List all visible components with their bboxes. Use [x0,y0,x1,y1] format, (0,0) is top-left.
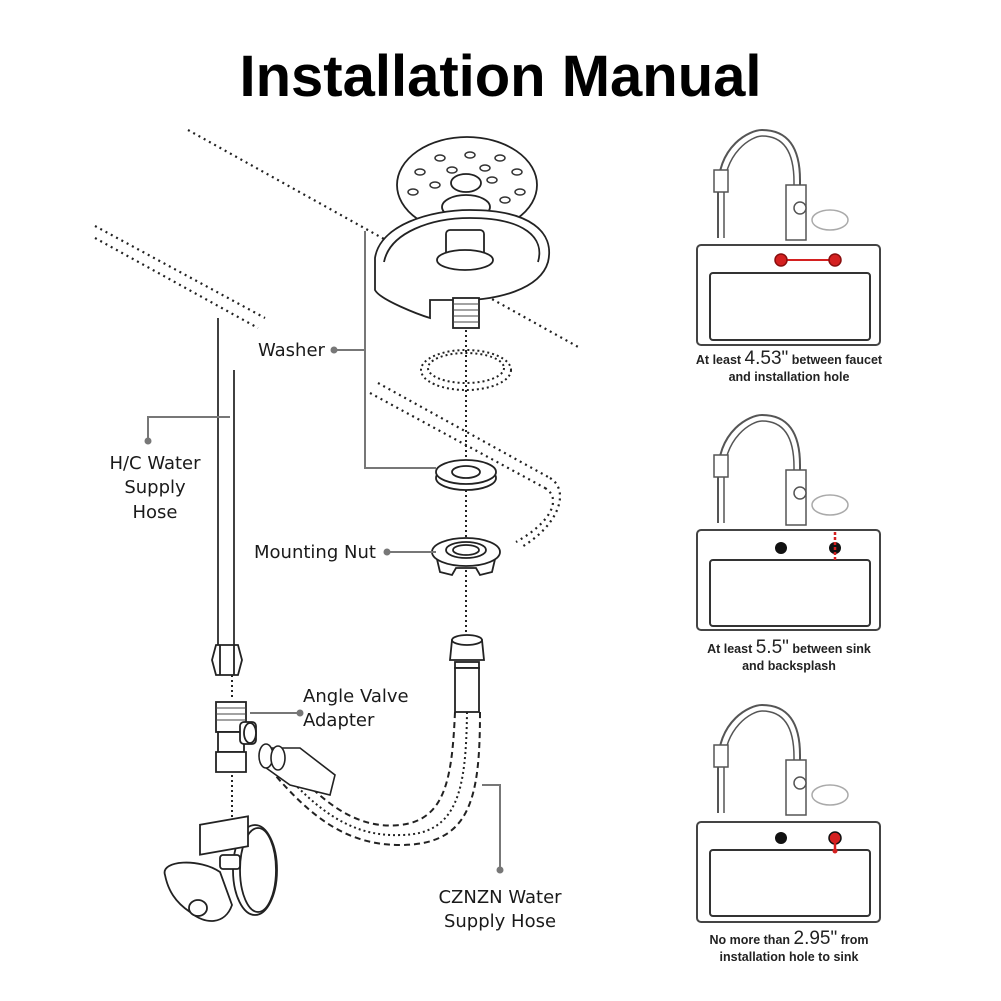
label-mounting-nut: Mounting Nut [254,542,376,563]
label-angle-valve-line2: Adapter [303,710,375,732]
caption-1-value: 4.53" [744,348,789,369]
requirement-panel-2 [696,414,881,631]
page-title: Installation Manual [239,44,762,109]
label-hc-water-supply-hose: H/C Water Supply Hose [100,452,210,525]
leader-dots [144,346,504,874]
cznzn-hose-part [449,634,485,713]
leader-lines [147,231,501,868]
label-cznzn-line2: Supply Hose [443,911,557,933]
label-hc-line1: H/C Water [109,453,201,474]
faucet-hole-2 [775,542,787,554]
label-hc-line3: Hose [132,501,178,523]
label-cznzn-water-supply-hose: CZNZN Water Supply Hose [425,886,575,935]
countertop-edge-lines [94,129,581,549]
hc-hose-part [217,318,235,645]
label-hc-line2: Supply [124,477,186,499]
spray-head [713,169,729,193]
cznzn-hose-body [274,711,481,847]
caption-1-suffix: between faucet [791,353,883,367]
faucet-drawing-3 [713,704,849,816]
faucet-hole-3 [775,832,787,844]
caption-1-line2: and installation hole [728,369,850,384]
caption-3-prefix: No more than [709,933,791,947]
caption-3-value: 2.95" [793,928,838,949]
label-cznzn-line1: CZNZN Water [438,887,562,908]
caption-2-line2: and backsplash [742,658,836,673]
hc-hose-nut [211,644,243,676]
caption-3-suffix: from [840,933,869,947]
angle-valve-part [164,815,278,922]
faucet-hole-1 [774,253,788,267]
label-washer: Washer [258,340,325,361]
caption-2-value: 5.5" [755,637,789,658]
rinser-head [374,136,550,329]
mounting-nut-part [431,537,501,577]
washer-part [435,459,497,491]
faucet-drawing-1 [713,129,849,241]
rinser-icon [811,209,849,231]
requirement-caption-1: At least 4.53" between faucet and instal… [674,348,904,384]
caption-3-line2: installation hole to sink [719,949,859,964]
label-angle-valve-line1: Angle Valve [303,686,409,707]
angle-valve-adapter-part [215,701,257,773]
requirement-panel-1 [696,129,881,346]
requirement-panel-3 [696,704,881,923]
hose-end-fitting [258,743,336,796]
requirement-caption-2: At least 5.5" between sink and backsplas… [674,637,904,673]
caption-1-prefix: At least [695,353,742,367]
caption-2-suffix: between sink [792,642,871,656]
label-angle-valve-adapter: Angle Valve Adapter [303,685,409,734]
requirement-caption-3: No more than 2.95" from installation hol… [674,928,904,964]
o-ring [420,349,512,391]
installation-hole-1 [828,253,842,267]
faucet-drawing-2 [713,414,849,526]
caption-2-prefix: At least [707,642,753,656]
